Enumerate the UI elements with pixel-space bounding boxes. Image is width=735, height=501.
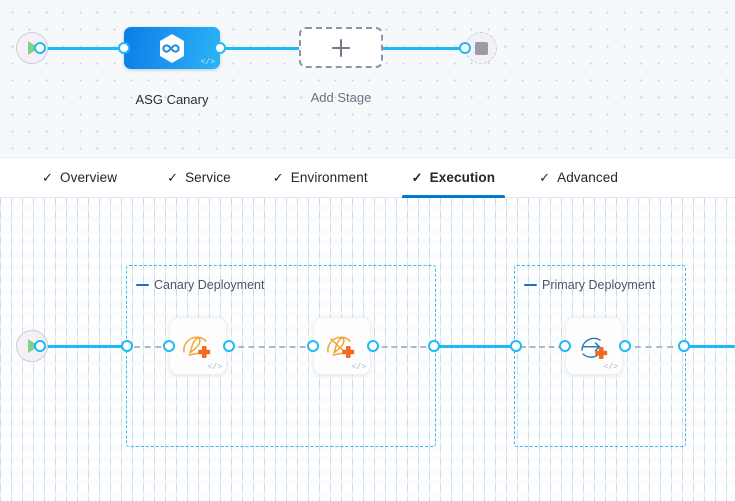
primary-group-entry-port[interactable] bbox=[510, 340, 522, 352]
canary-delete-output-port[interactable] bbox=[367, 340, 379, 352]
step-code-badge[interactable]: </> bbox=[207, 363, 222, 372]
check-icon: ✓ bbox=[539, 170, 551, 185]
connector-delete-to-canary-exit bbox=[372, 346, 436, 348]
check-icon: ✓ bbox=[411, 170, 423, 185]
connector-deploy-to-delete bbox=[228, 346, 316, 348]
stage-tabs: ✓ Overview ✓ Service ✓ Environment ✓ Exe… bbox=[0, 157, 735, 198]
group-header-primary-deployment[interactable]: Primary Deployment bbox=[524, 278, 655, 292]
canary-deploy-output-port[interactable] bbox=[223, 340, 235, 352]
collapse-dash-icon[interactable] bbox=[524, 283, 537, 287]
group-header-canary-deployment[interactable]: Canary Deployment bbox=[136, 278, 264, 292]
asg-canary-delete-icon bbox=[327, 336, 355, 358]
stage-stop-input-port[interactable] bbox=[459, 42, 471, 54]
step-card-asg-canary-deploy[interactable]: </> bbox=[169, 317, 227, 375]
connector-stage-to-addstage bbox=[212, 47, 308, 50]
canary-group-exit-port[interactable] bbox=[428, 340, 440, 352]
stage-label-asg-canary: ASG Canary bbox=[135, 92, 209, 107]
connector-canary-entry-to-deploy bbox=[134, 346, 172, 348]
tab-overview[interactable]: ✓ Overview bbox=[28, 157, 131, 198]
group-title-primary-deployment: Primary Deployment bbox=[542, 278, 656, 292]
canary-deploy-input-port[interactable] bbox=[163, 340, 175, 352]
connector-canary-to-primary bbox=[434, 345, 520, 348]
rolling-deploy-output-port[interactable] bbox=[619, 340, 631, 352]
group-primary-deployment[interactable] bbox=[514, 265, 686, 447]
connector-primary-exit-tail bbox=[684, 345, 735, 348]
tab-environment-label: Environment bbox=[290, 170, 368, 185]
execution-start-output-port[interactable] bbox=[34, 340, 46, 352]
connector-addstage-to-stop bbox=[382, 47, 476, 50]
stop-square-icon bbox=[474, 41, 488, 55]
play-icon bbox=[28, 339, 39, 353]
rolling-deploy-input-port[interactable] bbox=[559, 340, 571, 352]
execution-canvas[interactable]: Canary Deployment </> ASG Canary Deploy bbox=[0, 198, 735, 501]
stage-start-output-port[interactable] bbox=[34, 42, 46, 54]
play-icon bbox=[28, 41, 39, 55]
execution-start-node[interactable] bbox=[16, 330, 48, 362]
tab-service[interactable]: ✓ Service bbox=[153, 157, 245, 198]
asg-rolling-deploy-icon bbox=[581, 337, 608, 359]
canary-group-entry-port[interactable] bbox=[121, 340, 133, 352]
tab-advanced[interactable]: ✓ Advanced bbox=[525, 157, 632, 198]
connector-start-to-canary-group bbox=[38, 345, 132, 348]
stage-input-port[interactable] bbox=[118, 42, 130, 54]
check-icon: ✓ bbox=[167, 170, 179, 185]
group-title-canary-deployment: Canary Deployment bbox=[154, 278, 265, 292]
canary-delete-input-port[interactable] bbox=[307, 340, 319, 352]
check-icon: ✓ bbox=[272, 170, 284, 185]
stage-code-badge[interactable]: </> bbox=[200, 58, 215, 67]
connector-start-to-stage bbox=[38, 47, 136, 50]
add-stage-button[interactable] bbox=[299, 27, 383, 68]
step-code-badge[interactable]: </> bbox=[603, 363, 618, 372]
add-stage-label: Add Stage bbox=[310, 90, 372, 105]
group-canary-deployment[interactable] bbox=[126, 265, 436, 447]
connector-primary-entry-to-rolling bbox=[520, 346, 564, 348]
tab-advanced-label: Advanced bbox=[557, 170, 618, 185]
tab-overview-label: Overview bbox=[60, 170, 118, 185]
primary-group-exit-port[interactable] bbox=[678, 340, 690, 352]
step-card-asg-canary-delete[interactable]: </> bbox=[313, 317, 371, 375]
plus-icon bbox=[332, 38, 350, 57]
asg-canary-deploy-icon bbox=[183, 336, 211, 358]
step-code-badge[interactable]: </> bbox=[351, 363, 366, 372]
stage-card-asg-canary[interactable]: </> bbox=[124, 27, 220, 69]
stage-canvas[interactable]: </> ASG Canary Add Stage bbox=[0, 0, 735, 157]
tab-service-label: Service bbox=[185, 170, 231, 185]
stage-output-port[interactable] bbox=[214, 42, 226, 54]
tab-execution-label: Execution bbox=[429, 170, 496, 185]
harness-cd-hexagon-icon bbox=[160, 33, 184, 63]
collapse-dash-icon[interactable] bbox=[136, 283, 149, 287]
step-card-asg-rolling-deploy[interactable]: </> bbox=[565, 317, 623, 375]
tab-environment[interactable]: ✓ Environment bbox=[259, 157, 382, 198]
connector-rolling-to-primary-exit bbox=[624, 346, 684, 348]
check-icon: ✓ bbox=[42, 170, 53, 185]
tab-execution[interactable]: ✓ Execution bbox=[398, 157, 509, 198]
